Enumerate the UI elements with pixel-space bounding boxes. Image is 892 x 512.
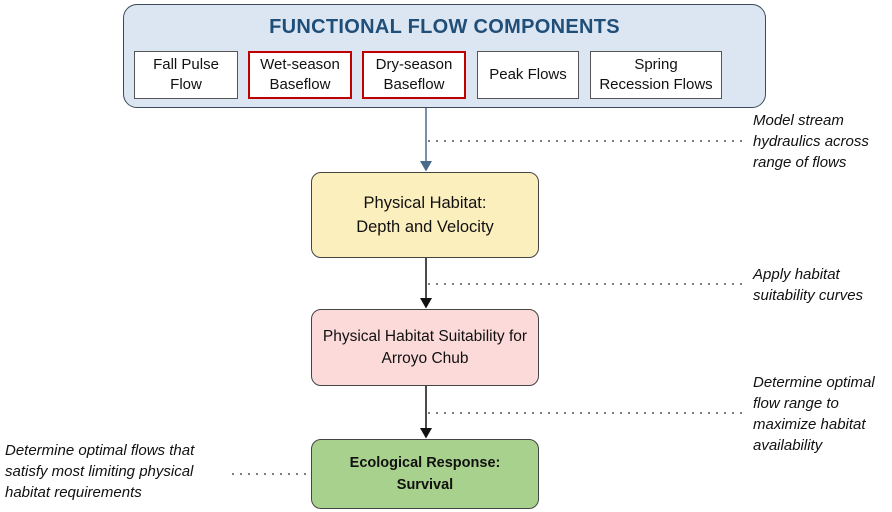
component-wet-season-baseflow: Wet-season Baseflow <box>248 51 352 99</box>
panel-title: FUNCTIONAL FLOW COMPONENTS <box>269 16 620 38</box>
annotation-model-hydraulics: Model stream hydraulics across range of … <box>753 112 869 171</box>
node-habitat-suitability: Physical Habitat Suitability for Arroyo … <box>311 309 539 386</box>
annotation-optimal-flow-range: Determine optimal flow range to maximize… <box>753 374 875 454</box>
annotation-optimal-flows: Determine optimal flows that satisfy mos… <box>5 442 195 501</box>
node-ecological-response: Ecological Response: Survival <box>311 439 539 509</box>
annotation-apply-curves: Apply habitat suitability curves <box>753 266 864 304</box>
node-physical-habitat: Physical Habitat: Depth and Velocity <box>311 172 539 258</box>
component-fall-pulse-flow: Fall Pulse Flow <box>134 51 238 99</box>
component-peak-flows: Peak Flows <box>477 51 579 99</box>
component-spring-recession-flows: Spring Recession Flows <box>590 51 722 99</box>
component-dry-season-baseflow: Dry-season Baseflow <box>362 51 466 99</box>
